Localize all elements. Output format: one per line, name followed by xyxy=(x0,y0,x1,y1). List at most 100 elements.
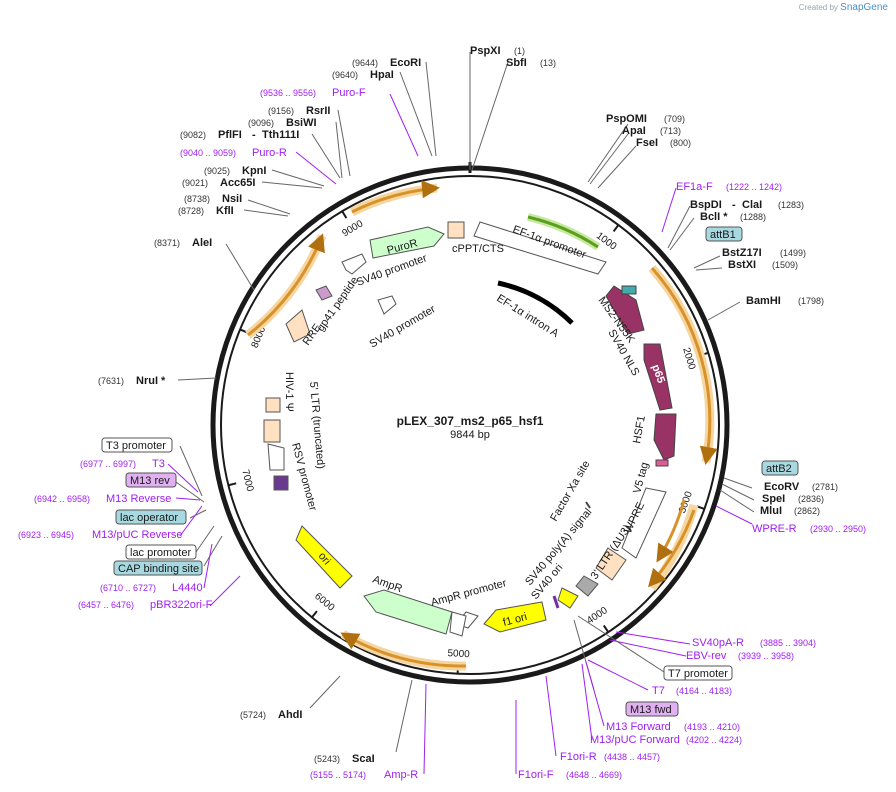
primer-f1ori-f[interactable]: F1ori-F(4648 .. 4669) xyxy=(518,769,622,781)
site-ecori-name: EcoRI xyxy=(390,57,421,69)
primer-ebv-rev[interactable]: EBV-rev(3939 .. 3958) xyxy=(686,650,794,662)
primer-t7[interactable]: T7(4164 .. 4183) xyxy=(652,685,732,697)
leader-bcli xyxy=(669,217,695,251)
leader-ebv-rev xyxy=(609,639,687,657)
site-ahdi-pos: (5724) xyxy=(240,710,266,720)
site-hpai-name: HpaI xyxy=(370,69,394,81)
boxed-attb1-text: attB1 xyxy=(710,229,736,241)
leader-bstxi xyxy=(695,267,723,271)
boxed-m13-rev[interactable]: M13 rev xyxy=(125,472,177,488)
site-hpai-pos: (9640) xyxy=(332,70,358,80)
boxed-cap-site-text: CAP binding site xyxy=(118,563,199,575)
boxed-attb2-text: attB2 xyxy=(766,463,792,475)
boxed-t7-promoter[interactable]: T7 promoter xyxy=(663,665,733,681)
cppt-cts-box xyxy=(447,221,465,239)
boxed-t7-promoter-text: T7 promoter xyxy=(668,668,728,680)
backbone-inner-ring xyxy=(220,175,720,675)
primer-m13-forward[interactable]: M13 Forward(4193 .. 4210) xyxy=(606,721,740,733)
leader-kfli xyxy=(243,209,289,217)
site-kfli[interactable]: KflI(8728) xyxy=(178,205,234,217)
sv40-polya-box xyxy=(575,575,599,597)
leader-ecorv xyxy=(723,477,753,489)
leader-m13puc-forward xyxy=(581,663,593,741)
primer-pbr322ori-f[interactable]: pBR322ori-F(6457 .. 6476) xyxy=(78,599,213,611)
site-bsiwi[interactable]: BsiWI(9096) xyxy=(248,117,317,129)
primer-m13-reverse[interactable]: M13 Reverse(6942 .. 6958) xyxy=(34,493,171,505)
boxed-t3-promoter[interactable]: T3 promoter xyxy=(101,437,173,453)
leader-l4440 xyxy=(203,543,213,589)
boxed-m13-fwd-text: M13 fwd xyxy=(630,704,672,716)
leader-t7 xyxy=(587,659,649,691)
site-sbfi[interactable]: SbfI(13) xyxy=(506,57,556,69)
leader-f1ori-r xyxy=(545,675,557,757)
site-pflfi-tth111i[interactable]: PflFI- Tth111I(9082) xyxy=(180,129,299,141)
site-hpai[interactable]: HpaI (9640) xyxy=(332,69,394,81)
boxed-m13-fwd[interactable]: M13 fwd xyxy=(625,701,679,717)
site-pspomi[interactable]: PspOMI(709) xyxy=(606,113,685,125)
boxed-lac-operator[interactable]: lac operator xyxy=(115,509,187,525)
primer-f1ori-r-pos: (4438 .. 4457) xyxy=(604,752,660,762)
primer-t7-name: T7 xyxy=(652,685,665,697)
boxed-attb1[interactable]: attB1 xyxy=(705,226,743,242)
site-kpni[interactable]: KpnI(9025) xyxy=(204,165,266,177)
site-bcli[interactable]: BclI *(1288) xyxy=(700,211,766,223)
primer-sv40pa-r[interactable]: SV40pA-R(3885 .. 3904) xyxy=(692,637,816,649)
boxed-lac-promoter[interactable]: lac promoter xyxy=(125,544,197,560)
primer-m13puc-reverse[interactable]: M13/pUC Reverse(6923 .. 6945) xyxy=(18,529,182,541)
site-bstz17i-pos: (1499) xyxy=(780,248,806,258)
site-nsii[interactable]: NsiI(8738) xyxy=(184,193,242,205)
sv40-promoter-arrow-2 xyxy=(377,295,397,315)
primer-t3[interactable]: T3(6977 .. 6997) xyxy=(80,458,165,470)
site-bspdi-clai[interactable]: BspDI- ClaI(1283) xyxy=(690,199,804,211)
site-spei[interactable]: SpeI(2836) xyxy=(762,493,824,505)
leader-nsii xyxy=(247,199,291,215)
site-pflfi-pos: (9082) xyxy=(180,130,206,140)
site-ahdi[interactable]: AhdI(5724) xyxy=(240,709,302,721)
primer-f1ori-r[interactable]: F1ori-R(4438 .. 4457) xyxy=(560,751,660,763)
leader-hpai xyxy=(399,71,433,157)
boxed-attb1-bg xyxy=(705,226,743,242)
site-pflfi-name: PflFI xyxy=(218,129,242,141)
site-bamhi[interactable]: BamHI(1798) xyxy=(746,295,824,307)
factor-xa-mark xyxy=(585,501,591,509)
site-bstz17i[interactable]: BstZ17I(1499) xyxy=(722,247,806,259)
site-apai[interactable]: ApaI(713) xyxy=(622,125,681,137)
site-dash: - xyxy=(252,129,256,141)
rsv-promoter-arrow xyxy=(267,443,285,471)
site-nrui[interactable]: NruI *(7631) xyxy=(98,375,166,387)
feature-hiv1-psi: HIV-1 Ψ xyxy=(283,372,295,412)
site-bamhi-name: BamHI xyxy=(746,295,781,307)
primer-wpre-r[interactable]: WPRE-R(2930 .. 2950) xyxy=(752,523,866,535)
site-alei[interactable]: AleI(8371) xyxy=(154,237,212,249)
primer-ef1a-f[interactable]: EF1a-F(1222 .. 1242) xyxy=(676,181,782,193)
site-pspomi-pos: (709) xyxy=(664,114,685,124)
site-pspxi[interactable]: PspXI(1) xyxy=(470,45,525,57)
primer-l4440[interactable]: L4440(6710 .. 6727) xyxy=(100,582,203,594)
boxed-t3-promoter-text: T3 promoter xyxy=(106,440,166,452)
boxed-attb2[interactable]: attB2 xyxy=(761,460,799,476)
site-scai[interactable]: ScaI(5243) xyxy=(314,753,375,765)
snapgene-branding: Created by SnapGene xyxy=(799,2,888,13)
site-ecorv[interactable]: EcoRV(2781) xyxy=(764,481,838,493)
site-acc65i[interactable]: Acc65I(9021) xyxy=(182,177,255,189)
primer-m13puc-forward[interactable]: M13/pUC Forward(4202 .. 4224) xyxy=(590,734,742,746)
site-ecori[interactable]: EcoRI (9644) xyxy=(352,57,421,69)
tick-mark-1000 xyxy=(612,224,620,233)
primer-amp-r[interactable]: Amp-R(5155 .. 5174) xyxy=(310,769,418,781)
site-kfli-pos: (8728) xyxy=(178,206,204,216)
primer-puro-f[interactable]: Puro-F(9536 .. 9556) xyxy=(260,87,366,99)
leader-kpni xyxy=(271,169,325,187)
site-bstxi-pos: (1509) xyxy=(772,260,798,270)
primer-puro-r[interactable]: Puro-R(9040 .. 9059) xyxy=(180,147,287,159)
leader-m13-forward xyxy=(585,661,605,727)
site-rsrii[interactable]: RsrII(9156) xyxy=(268,105,330,117)
leader-nrui xyxy=(177,377,217,381)
ef1a-promoter-arrow xyxy=(473,221,607,275)
boxed-cap-site[interactable]: CAP binding site xyxy=(113,560,203,576)
site-ecori-pos: (9644) xyxy=(352,58,378,68)
site-rsrii-name: RsrII xyxy=(306,105,330,117)
site-fsei-name: FseI xyxy=(636,137,658,149)
site-mlui[interactable]: MluI(2862) xyxy=(760,505,820,517)
site-bstxi[interactable]: BstXI(1509) xyxy=(728,259,798,271)
site-fsei[interactable]: FseI(800) xyxy=(636,137,691,149)
